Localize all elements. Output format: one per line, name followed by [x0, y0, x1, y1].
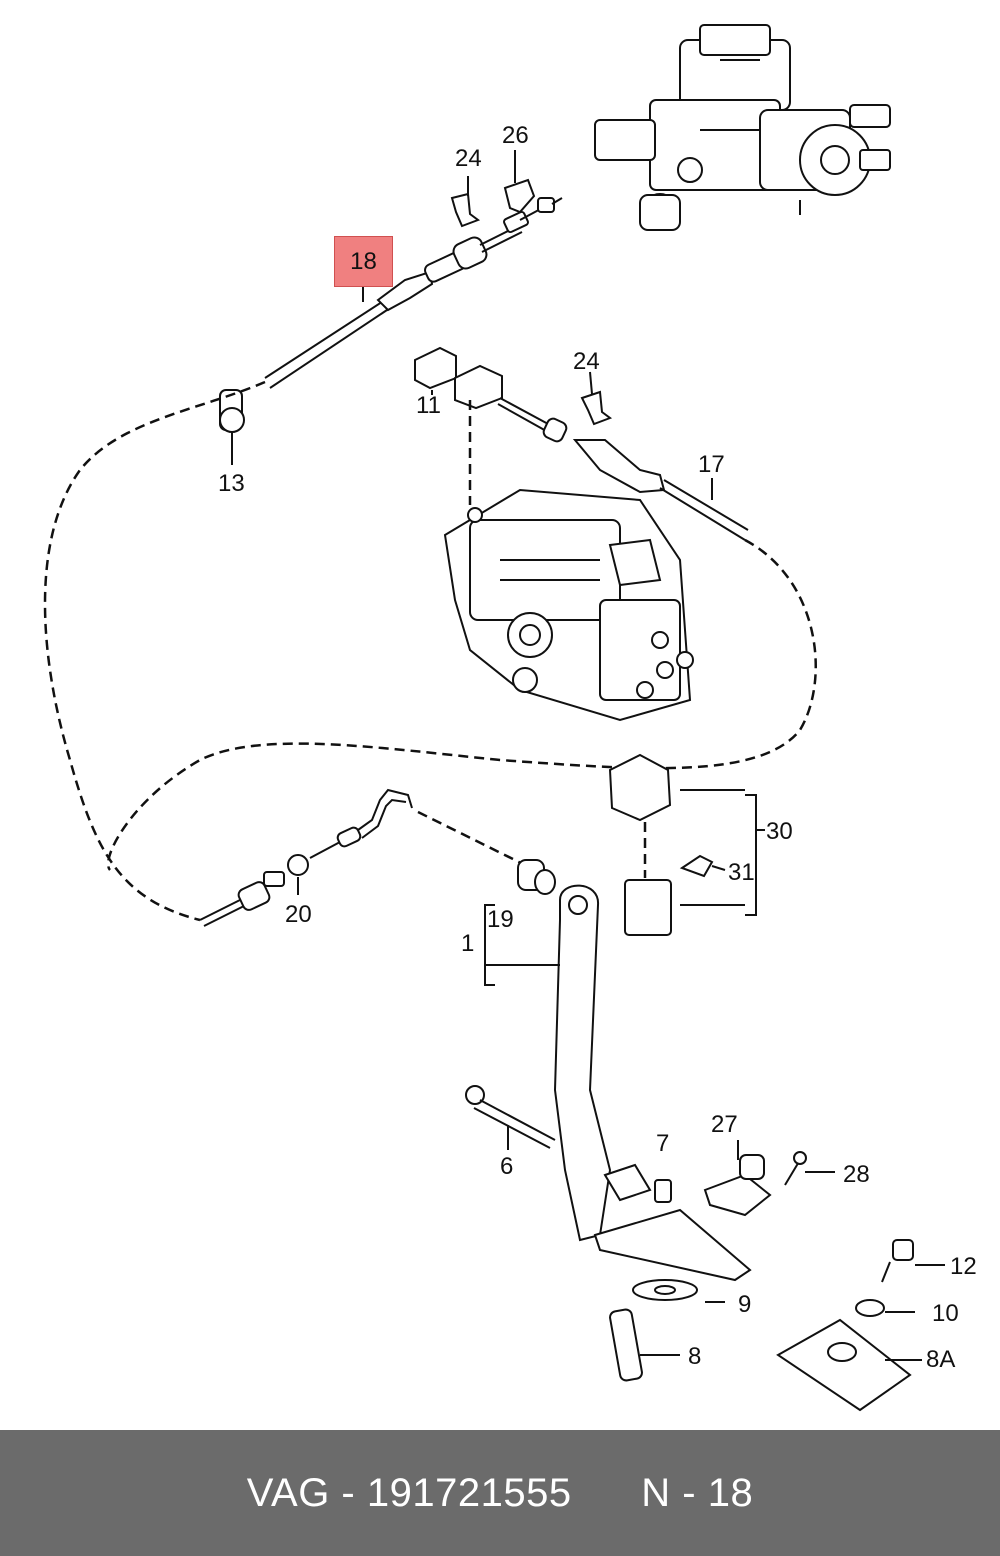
callout-13[interactable]: 13 — [218, 470, 245, 497]
bracket-1 — [484, 904, 495, 986]
bushing-19-drawing — [517, 859, 556, 895]
cable-20-drawing — [199, 788, 526, 927]
bracket-30 — [745, 794, 757, 916]
callout-24[interactable]: 24 — [455, 145, 482, 172]
footer-part-number: 191721555 — [366, 1470, 572, 1515]
callout-12[interactable]: 12 — [950, 1253, 977, 1280]
callout-30[interactable]: 30 — [766, 818, 793, 845]
footer-brand: VAG — [246, 1470, 330, 1515]
callout-18-highlighted[interactable]: 18 — [334, 236, 393, 287]
pedal-lever-drawing — [485, 884, 752, 1282]
parts-diagram — [43, 24, 945, 1412]
cable-route-dashed-2 — [106, 538, 817, 871]
bolt-12-drawing — [881, 1239, 945, 1283]
footer-gap — [572, 1471, 642, 1516]
cable-route-dashed — [43, 380, 266, 922]
callout-26[interactable]: 26 — [502, 122, 529, 149]
callout-9[interactable]: 9 — [738, 1291, 752, 1318]
callout-10[interactable]: 10 — [932, 1300, 959, 1327]
footer-sep-1: - — [329, 1470, 367, 1515]
callout-27[interactable]: 27 — [711, 1111, 738, 1138]
cable-18-drawing — [264, 197, 563, 389]
injection-pump-drawing — [443, 488, 694, 722]
plate-8a-drawing — [776, 1318, 922, 1412]
clip-24-top-drawing — [450, 176, 481, 228]
callout-1[interactable]: 1 — [461, 930, 475, 957]
screw-28-drawing — [784, 1151, 835, 1186]
callout-17[interactable]: 17 — [698, 451, 725, 478]
clip-26-drawing — [503, 150, 536, 214]
callout-8a[interactable]: 8A — [926, 1346, 956, 1373]
adapter-11-drawing — [414, 346, 457, 395]
bolt-6-drawing — [465, 1085, 556, 1150]
washer-10-drawing — [855, 1299, 915, 1317]
callout-8[interactable]: 8 — [688, 1343, 702, 1370]
kickdown-switch-30-drawing — [608, 753, 726, 936]
plunger-8-drawing — [609, 1308, 680, 1382]
stop-27-drawing — [703, 1140, 772, 1217]
part-reference-footer: VAG - 191721555 N - 18 — [0, 1430, 1000, 1556]
cable-17-drawing — [454, 364, 749, 541]
washer-9-drawing — [632, 1279, 725, 1303]
callout-11[interactable]: 11 — [416, 392, 441, 419]
carburettor-drawing — [594, 24, 891, 231]
callout-28[interactable]: 28 — [843, 1161, 870, 1188]
clip-24-lower-drawing — [580, 371, 613, 426]
callout-7[interactable]: 7 — [656, 1130, 670, 1157]
callout-19[interactable]: 19 — [487, 906, 514, 933]
callout-24-lower[interactable]: 24 — [573, 348, 600, 375]
footer-position: N - 18 — [641, 1470, 754, 1515]
clamp-13-drawing — [219, 389, 245, 465]
callout-6[interactable]: 6 — [500, 1153, 514, 1180]
callout-20[interactable]: 20 — [285, 901, 312, 928]
callout-31[interactable]: 31 — [728, 859, 755, 886]
